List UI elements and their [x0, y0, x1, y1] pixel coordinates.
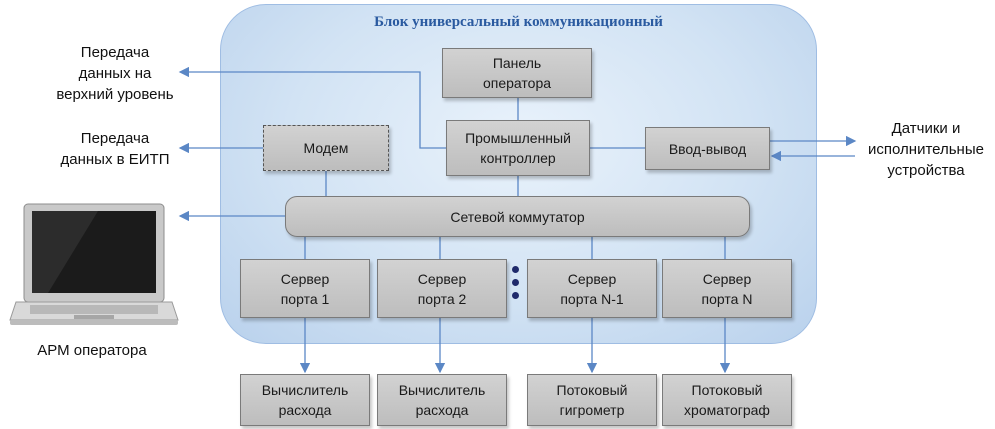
network-switch-box: Сетевой коммутатор [285, 196, 750, 237]
upper-level-label: Передача данных на верхний уровень [56, 44, 174, 103]
workstation-label: АРМ оператора [37, 342, 147, 359]
server-port-1-box: Сервер порта 1 [240, 259, 370, 318]
chromatograph-box: Потоковый хроматограф [662, 374, 792, 426]
sensors-label: Датчики и исполнительные устройства [868, 120, 984, 179]
laptop-icon [9, 203, 179, 325]
server-port-n-1-box: Сервер порта N-1 [527, 259, 657, 318]
frame-title: Блок универсальный коммуникационный [374, 14, 663, 30]
modem-box: Модем [263, 125, 389, 171]
wire-upper-level [178, 66, 448, 149]
server-port-n-box: Сервер порта N [662, 259, 792, 318]
io-box: Ввод-вывод [645, 127, 770, 170]
flow-computer-2-box: Вычислитель расхода [377, 374, 507, 426]
hygrometer-box: Потоковый гигрометр [527, 374, 657, 426]
ellipsis-dots-icon [512, 266, 522, 305]
flow-computer-1-box: Вычислитель расхода [240, 374, 370, 426]
operator-panel-box: Панель оператора [442, 48, 592, 98]
industrial-controller-box: Промышленный контроллер [446, 120, 590, 176]
server-port-2-box: Сервер порта 2 [377, 259, 507, 318]
eitp-label: Передача данных в ЕИТП [60, 130, 170, 168]
